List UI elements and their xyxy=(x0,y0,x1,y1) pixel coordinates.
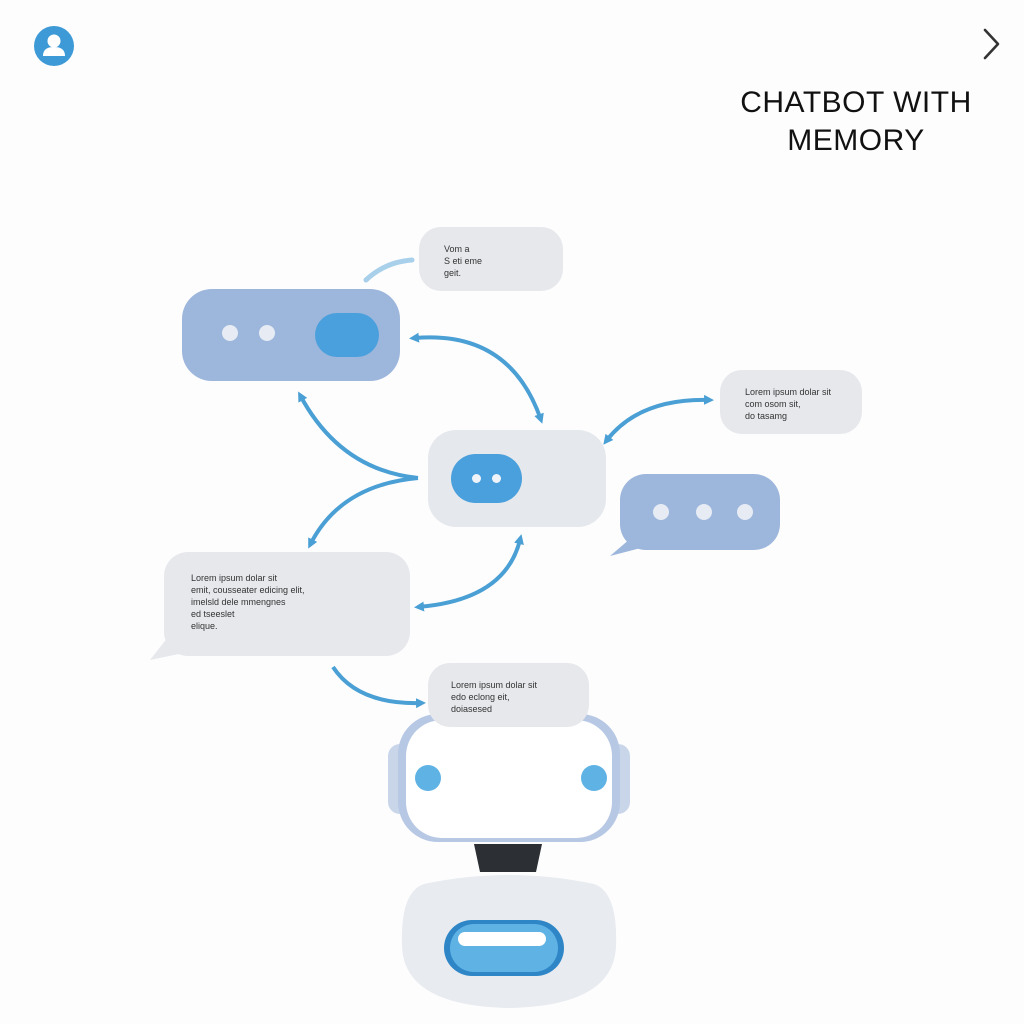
dot-icon xyxy=(259,325,275,341)
robot-head xyxy=(406,720,612,838)
memory-note-top: Vom a S eti eme geit. xyxy=(419,227,563,291)
robot-mouth xyxy=(458,932,546,946)
profile-button[interactable] xyxy=(34,26,74,66)
send-pill-icon xyxy=(315,313,379,357)
arrow-center-top-left xyxy=(298,391,419,480)
arrow-left-bubble-bottom-note xyxy=(331,665,426,709)
dot-icon xyxy=(696,504,712,520)
memory-note-bottom: Lorem ipsum dolar sit edo eclong eit, do… xyxy=(428,663,589,727)
chatbot-core-node xyxy=(428,430,606,527)
typing-indicator-bubble xyxy=(610,474,780,556)
connector-top-note xyxy=(363,257,415,283)
chevron-right-icon xyxy=(983,28,1000,60)
chatbot-face-icon xyxy=(451,454,522,503)
speech-bubble-left-shape xyxy=(150,552,410,660)
dot-icon xyxy=(222,325,238,341)
user-avatar-icon xyxy=(43,34,65,56)
memory-note-right-text: Lorem ipsum dolar sit com osom sit, do t… xyxy=(745,387,832,421)
arrow-center-right-note xyxy=(603,394,714,445)
next-button[interactable] xyxy=(976,26,1006,62)
robot-illustration xyxy=(388,714,630,1008)
memory-note-left-text: Lorem ipsum dolar sit emit, cousseater e… xyxy=(191,573,305,631)
robot-eye-right xyxy=(581,765,607,791)
robot-eye-left xyxy=(415,765,441,791)
dot-icon xyxy=(737,504,753,520)
robot-neck xyxy=(474,844,542,872)
arrow-center-left-bubble-lower xyxy=(414,534,524,612)
memory-note-top-text: Vom a S eti eme geit. xyxy=(444,244,483,278)
arrow-top-node-center xyxy=(409,332,544,424)
memory-note-right: Lorem ipsum dolar sit com osom sit, do t… xyxy=(720,370,862,434)
arrow-center-left-bubble xyxy=(308,476,419,549)
title-line-2: MEMORY xyxy=(787,124,925,157)
user-message-node xyxy=(182,289,400,381)
memory-note-bottom-text: Lorem ipsum dolar sit edo eclong eit, do… xyxy=(451,680,538,714)
title-line-1: CHATBOT WITH xyxy=(740,86,972,119)
page-title: CHATBOT WITH MEMORY xyxy=(700,84,1012,160)
dot-icon xyxy=(653,504,669,520)
